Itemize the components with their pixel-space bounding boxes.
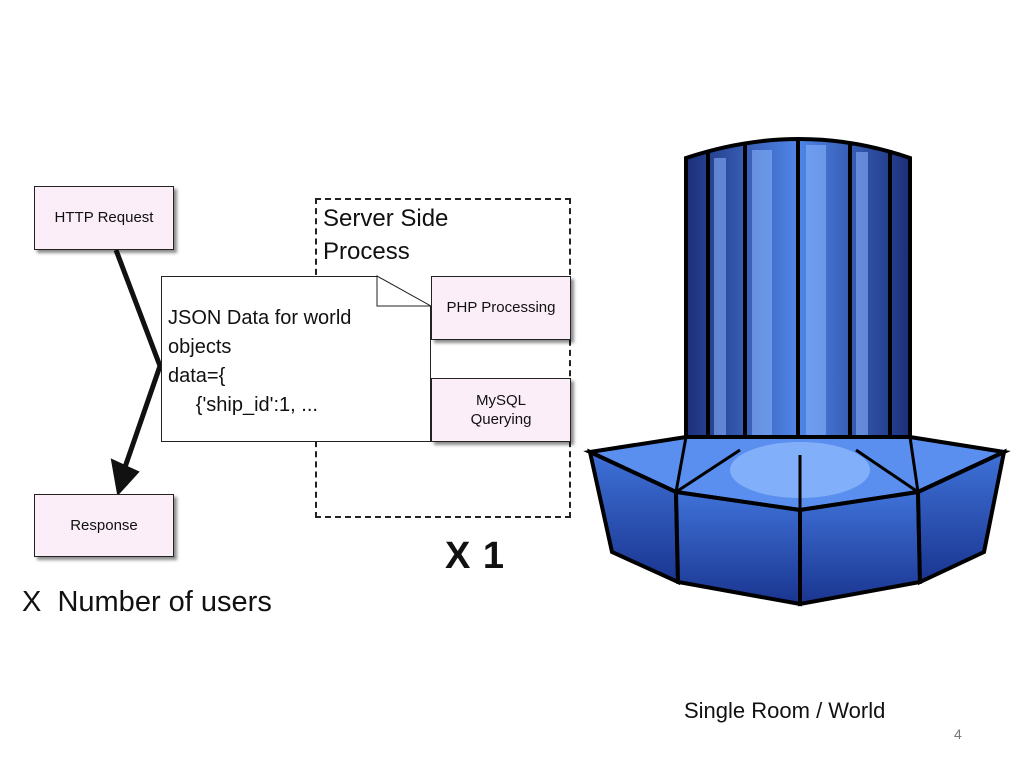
response-label: Response xyxy=(70,516,138,534)
php-processing-box: PHP Processing xyxy=(431,276,571,340)
http-request-box: HTTP Request xyxy=(34,186,174,250)
json-note-text: JSON Data for world objects data={ {'shi… xyxy=(168,307,352,416)
server-side-title: Server Side Process xyxy=(323,205,449,265)
slide-caption: Single Room / World xyxy=(684,698,886,723)
http-request-label: HTTP Request xyxy=(54,209,154,227)
mysql-querying-box: MySQL Querying xyxy=(431,378,571,442)
mysql-querying-label: MySQL Querying xyxy=(470,391,532,429)
server-multiplier: X 1 xyxy=(445,535,506,577)
response-box: Response xyxy=(34,494,174,557)
users-multiplier: X Number of users xyxy=(22,586,272,618)
page-number: 4 xyxy=(954,726,962,742)
php-processing-label: PHP Processing xyxy=(446,299,556,317)
